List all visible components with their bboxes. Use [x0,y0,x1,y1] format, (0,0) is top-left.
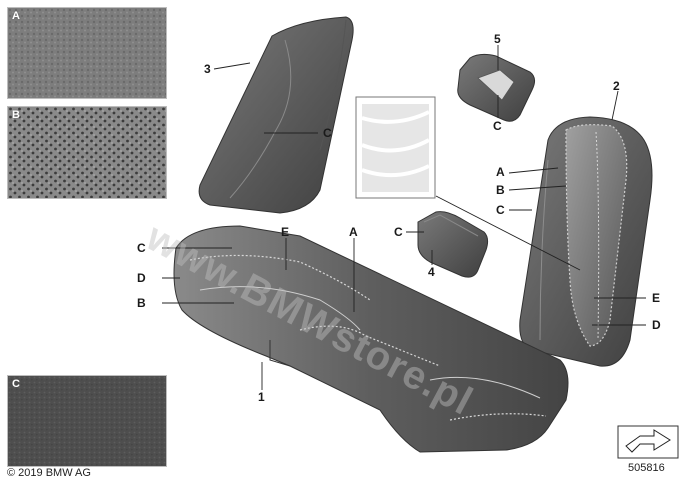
swatch-c: C [7,375,167,467]
direction-arrow-icon [617,425,679,459]
callout-c-part4: C [394,225,403,239]
callout-c-part5: C [493,119,502,133]
callout-2: 2 [613,79,620,93]
swatch-c-texture [8,376,166,466]
swatch-b-label: B [12,109,20,121]
part-5-trim-piece [457,53,536,122]
swatch-a-texture [8,8,166,98]
fleece-pad [355,96,436,199]
callout-4: 4 [428,265,435,279]
callout-d-backrest: D [652,318,661,332]
callout-3: 3 [204,62,211,76]
swatch-b: B [7,106,167,199]
callout-1: 1 [258,390,265,404]
callout-c-backrest: C [496,203,505,217]
callout-d-cushion: D [137,271,146,285]
callout-5: 5 [494,32,501,46]
swatch-c-label: C [12,378,20,390]
part-1-seat-cushion [173,225,569,453]
swatch-a-label: A [12,10,20,22]
callout-e-cushion: E [281,225,290,239]
leader-lines [162,45,646,390]
swatch-a: A [7,7,167,99]
callout-b-cushion: B [137,296,146,310]
part-4-pad [417,211,489,278]
callout-e-backrest: E [652,291,661,305]
callout-a-cushion: A [349,225,358,239]
callout-b-backrest: B [496,183,505,197]
callout-c-part3: C [323,126,332,140]
diagram-number: 505816 [628,462,665,474]
callout-c-cushion: C [137,241,146,255]
part-3-side-cover [198,16,354,214]
copyright-text: © 2019 BMW AG [7,467,91,479]
part-2-backrest-cover [519,116,653,367]
swatch-b-texture [8,107,166,198]
callout-a-backrest: A [496,165,505,179]
